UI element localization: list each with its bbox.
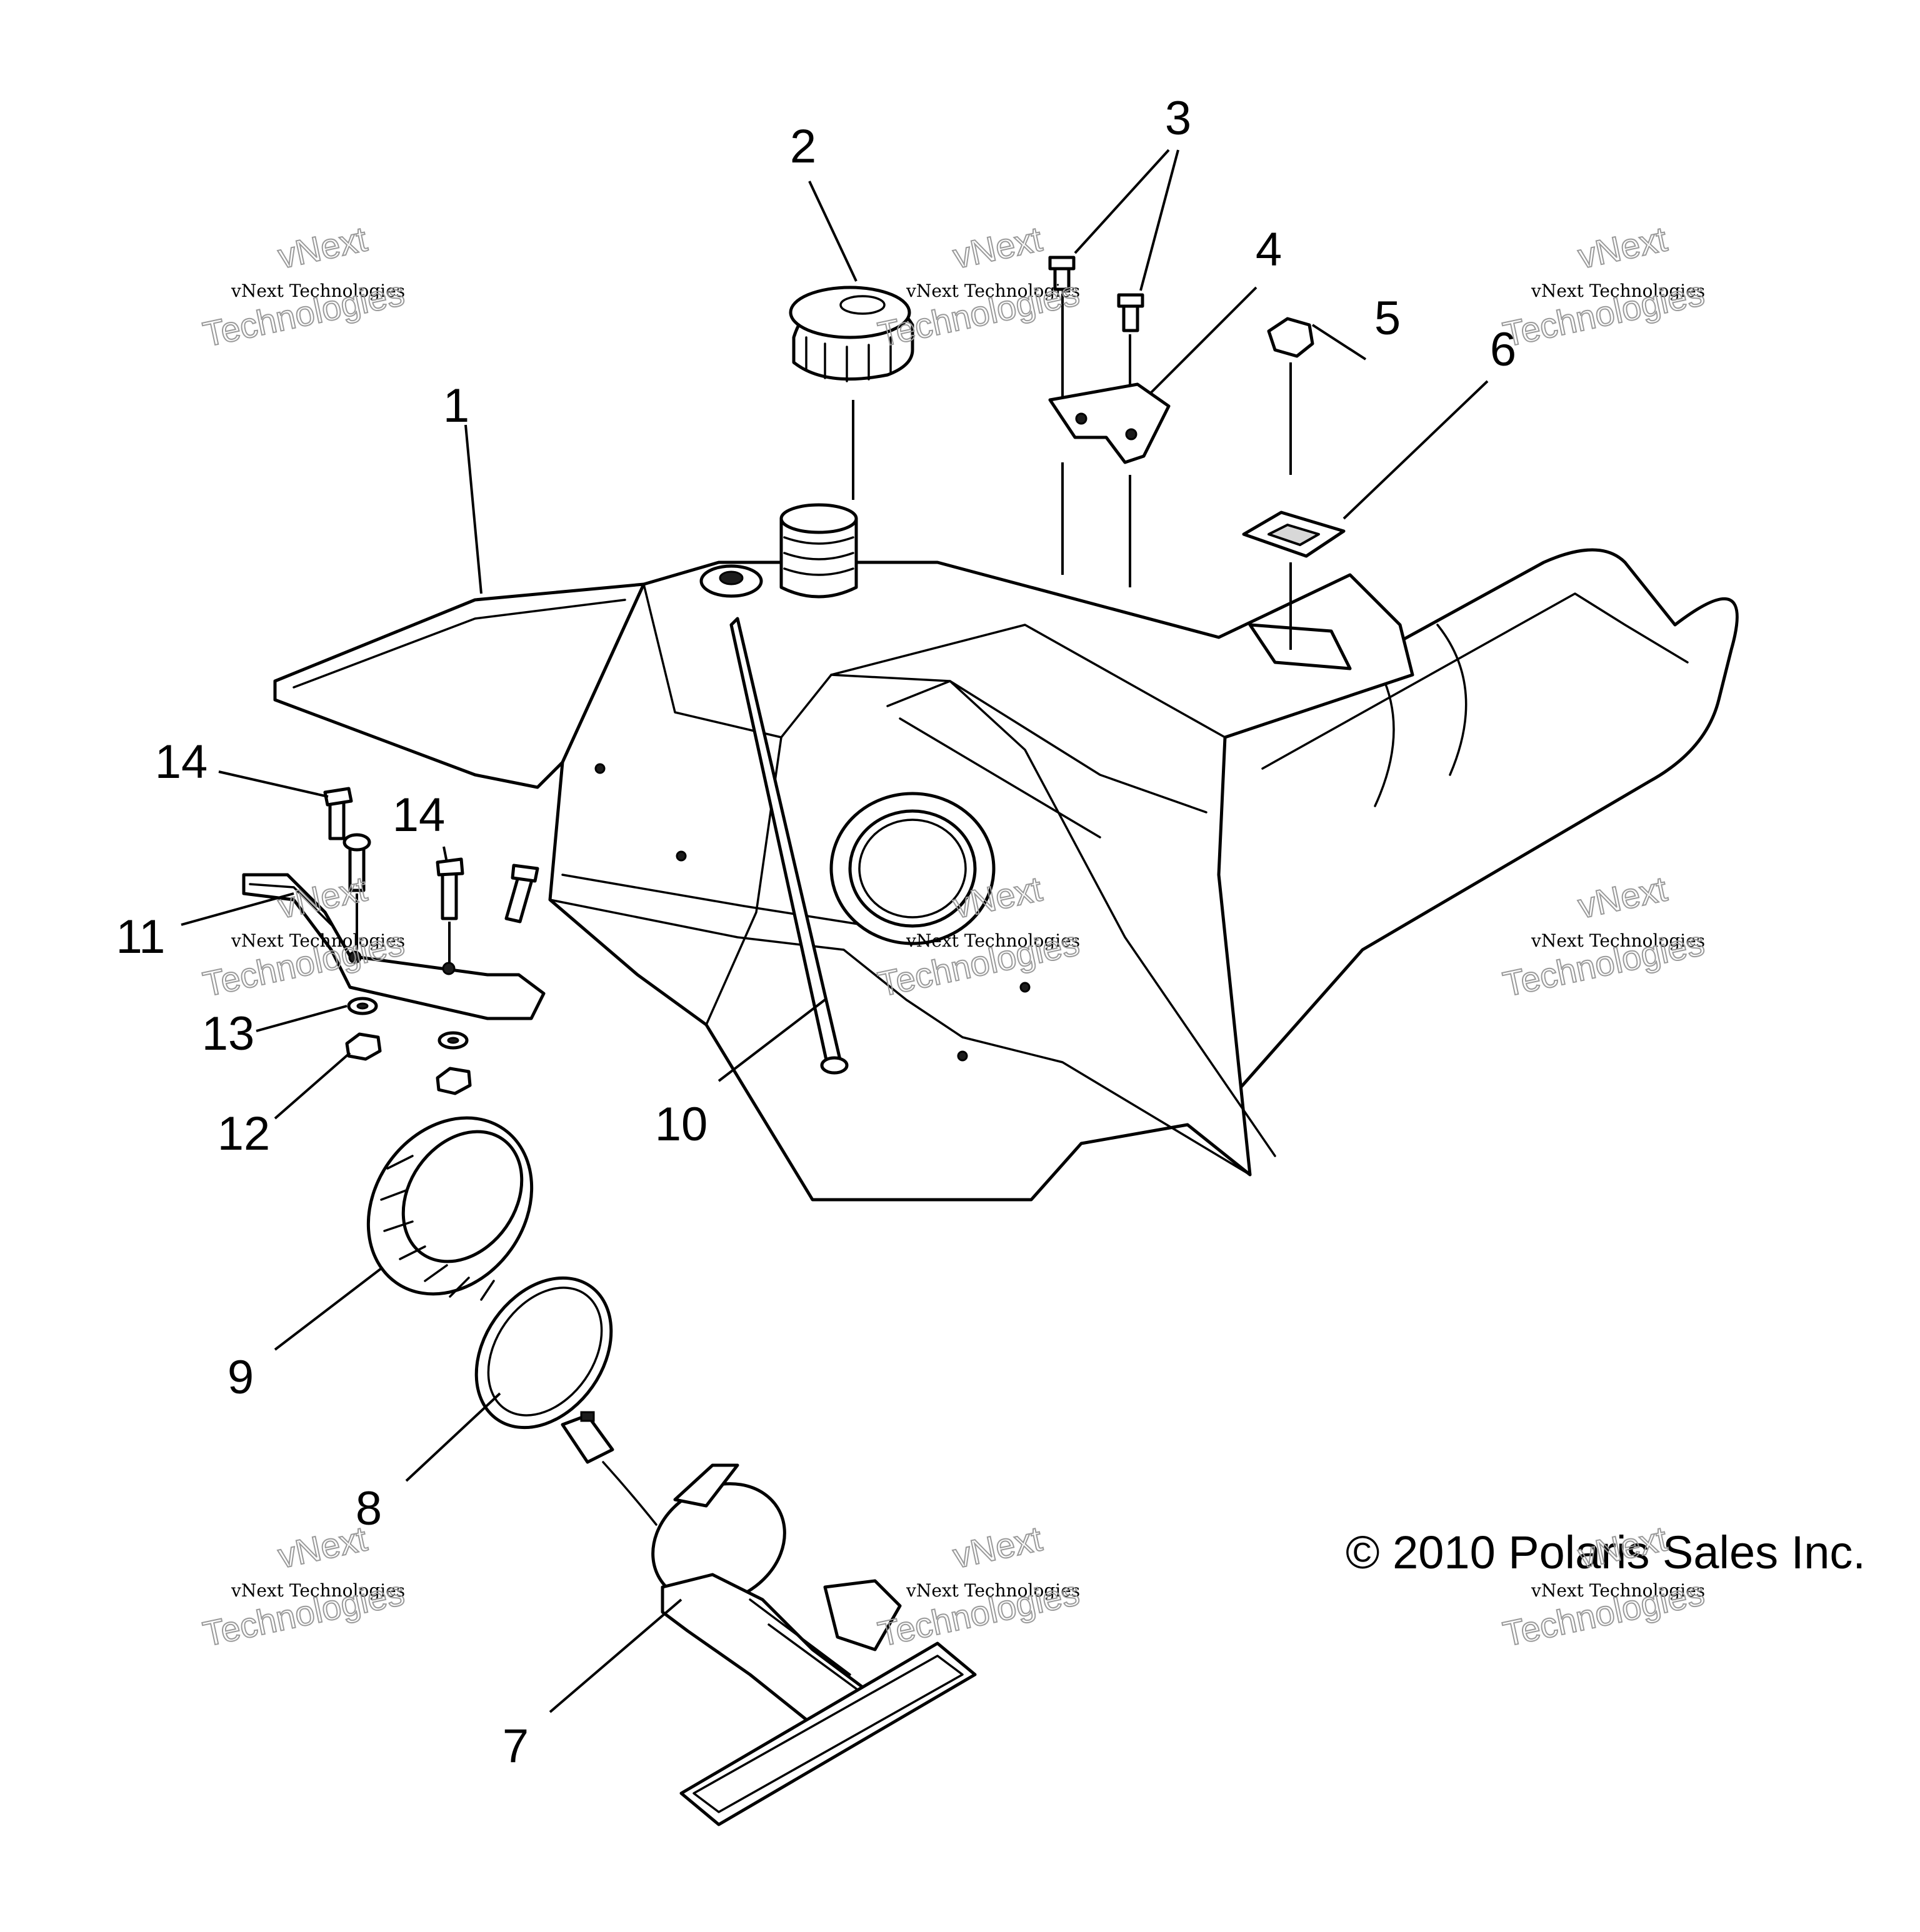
callout-7: 7 (502, 1720, 529, 1773)
callout-3: 3 (1165, 92, 1191, 145)
svg-text:vNext Technologies: vNext Technologies (231, 281, 405, 301)
callout-13: 13 (202, 1007, 255, 1060)
svg-text:vNext Technologies: vNext Technologies (1531, 930, 1705, 951)
callout-14b: 14 (392, 789, 446, 842)
svg-text:vNext Technologies: vNext Technologies (906, 281, 1080, 301)
heat-shield (242, 873, 546, 1020)
watermark: vNext vNext Technologies Technologies (199, 1518, 408, 1654)
callout-12: 12 (218, 1107, 271, 1160)
svg-text:vNext Technologies: vNext Technologies (906, 1580, 1080, 1601)
svg-text:vNext Technologies: vNext Technologies (1531, 1580, 1705, 1601)
watermark: vNext vNext Technologies Technologies (1499, 868, 1708, 1004)
lock-ring (366, 1116, 534, 1301)
callout-2: 2 (790, 120, 816, 173)
svg-text:vNext Technologies: vNext Technologies (231, 1580, 405, 1601)
fuel-pump (561, 1411, 977, 1826)
callouts: 1 2 3 4 5 6 7 8 9 10 11 12 13 14 14 (116, 92, 1517, 1773)
nuts-and-washers (345, 997, 472, 1095)
svg-text:vNext: vNext (274, 1518, 371, 1575)
callout-6: 6 (1490, 323, 1516, 376)
watermarks: vNext vNext Technologies Technologies vN… (199, 218, 1708, 1654)
o-ring (474, 1276, 613, 1430)
callout-8: 8 (356, 1482, 382, 1535)
fuel-cap (789, 286, 914, 500)
svg-text:vNext: vNext (949, 219, 1046, 276)
svg-text:vNext: vNext (1574, 869, 1671, 925)
leader-lines (181, 149, 1489, 1713)
watermark: vNext vNext Technologies Technologies (1499, 218, 1708, 354)
svg-text:vNext Technologies: vNext Technologies (231, 930, 405, 951)
bracket (1048, 382, 1171, 587)
callout-14a: 14 (155, 735, 208, 789)
nut (1267, 317, 1314, 475)
callout-10: 10 (655, 1098, 708, 1151)
svg-text:vNext: vNext (949, 1518, 1046, 1575)
bolts (323, 787, 539, 962)
callout-5: 5 (1374, 292, 1401, 345)
watermark: vNext vNext Technologies Technologies (874, 1518, 1083, 1654)
watermark: vNext vNext Technologies Technologies (874, 218, 1083, 354)
callout-9: 9 (228, 1351, 254, 1404)
fuel-tank (273, 503, 1414, 1202)
svg-text:vNext Technologies: vNext Technologies (1531, 281, 1705, 301)
callout-4: 4 (1256, 223, 1282, 276)
svg-text:vNext Technologies: vNext Technologies (906, 930, 1080, 951)
watermark: vNext vNext Technologies Technologies (199, 218, 408, 354)
grommet (1242, 510, 1346, 650)
svg-text:vNext: vNext (274, 219, 371, 276)
copyright-notice: © 2010 Polaris Sales Inc. (1346, 1526, 1866, 1578)
svg-text:vNext: vNext (1574, 219, 1671, 276)
callout-11: 11 (116, 910, 166, 964)
callout-1: 1 (443, 379, 469, 432)
